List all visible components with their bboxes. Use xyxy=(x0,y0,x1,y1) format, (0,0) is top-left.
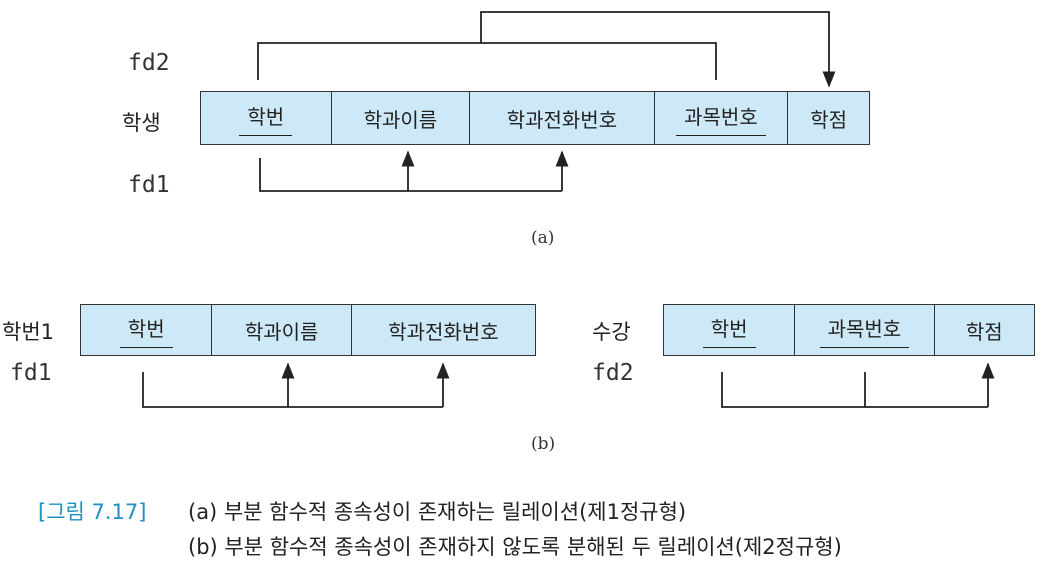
attr-student-id: 학번 xyxy=(664,305,796,355)
attr-dept-phone: 학과전화번호 xyxy=(352,305,535,355)
relation-name-enrollment: 수강 xyxy=(592,320,631,344)
fd2-label-b: fd2 xyxy=(592,360,634,386)
attr-grade: 학점 xyxy=(788,92,869,144)
caption-line-1: (a) 부분 함수적 종속성이 존재하는 릴레이션(제1정규형) xyxy=(188,500,687,524)
fd2-arrow-a xyxy=(480,11,836,88)
attr-course-id: 과목번호 xyxy=(795,305,935,355)
attr-student-id: 학번 xyxy=(81,305,213,355)
attr-label: 학과이름 xyxy=(363,107,438,132)
attr-label: 학점 xyxy=(965,319,1003,344)
attr-student-id: 학번 xyxy=(201,92,332,144)
fd2-label-a: fd2 xyxy=(128,50,170,76)
attr-label: 학과이름 xyxy=(244,319,319,344)
relation-student1-table: 학번 학과이름 학과전화번호 xyxy=(80,304,536,356)
figure-label: [그림 7.17] xyxy=(38,500,147,524)
attr-label: 학과전화번호 xyxy=(388,319,499,344)
attr-label: 학과전화번호 xyxy=(506,107,618,132)
attr-label: 학번 xyxy=(119,313,173,348)
fd1-label-a: fd1 xyxy=(128,172,170,198)
fd2-bracket-a xyxy=(257,42,717,80)
relation-student-table: 학번 학과이름 학과전화번호 과목번호 학점 xyxy=(200,91,870,145)
caption-line-2: (b) 부분 함수적 종속성이 존재하지 않도록 분해된 두 릴레이션(제2정규… xyxy=(188,535,842,559)
attr-dept-name: 학과이름 xyxy=(332,92,471,144)
fd1-label-b: fd1 xyxy=(10,360,52,386)
attr-label: 과목번호 xyxy=(676,101,766,136)
relation-name-student: 학생 xyxy=(122,111,161,135)
relation-enrollment-table: 학번 과목번호 학점 xyxy=(663,304,1035,356)
attr-label: 과목번호 xyxy=(819,313,910,348)
fd1-bracket-a xyxy=(259,158,562,192)
sublabel-b: (b) xyxy=(531,434,556,454)
attr-dept-name: 학과이름 xyxy=(212,305,352,355)
attr-label: 학번 xyxy=(239,101,293,136)
fd1-bracket-b xyxy=(142,372,443,408)
relation-name-student1: 학번1 xyxy=(2,320,55,344)
sublabel-a: (a) xyxy=(531,228,555,248)
attr-course-id: 과목번호 xyxy=(655,92,789,144)
attr-dept-phone: 학과전화번호 xyxy=(470,92,655,144)
attr-label: 학번 xyxy=(702,313,756,348)
attr-label: 학점 xyxy=(810,107,848,132)
fd2-bracket-b xyxy=(721,372,988,408)
attr-grade: 학점 xyxy=(935,305,1034,355)
